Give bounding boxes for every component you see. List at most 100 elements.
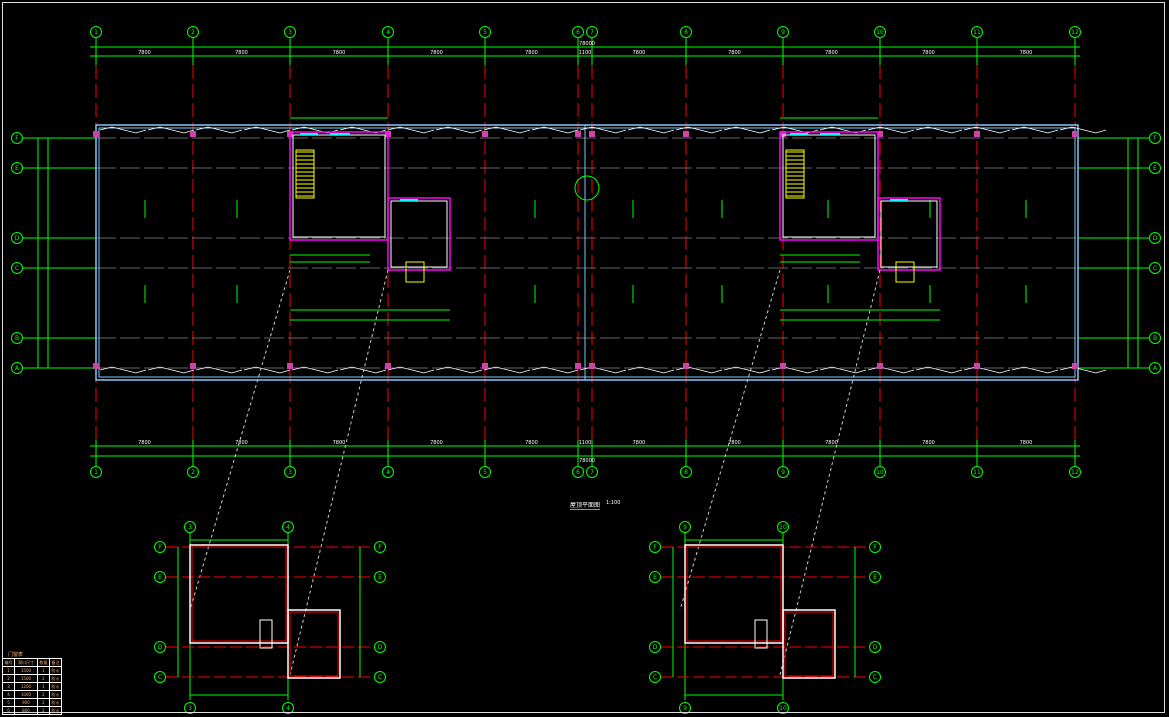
- parapet-line: [627, 126, 675, 134]
- column: [683, 363, 689, 369]
- parapet-line: [531, 126, 579, 134]
- detail-leader: [189, 269, 291, 611]
- axis-bubble: [374, 641, 386, 653]
- dimension-text: 7800: [138, 50, 151, 56]
- legend-cell: 1500: [14, 674, 38, 683]
- column: [93, 131, 99, 137]
- axis-label: E: [158, 574, 162, 581]
- axis-label: 8: [684, 469, 688, 476]
- axis-label: E: [873, 574, 877, 581]
- detail-leader: [289, 269, 389, 676]
- stair: [785, 149, 805, 199]
- drawing-title: 屋顶平面图: [570, 502, 601, 510]
- column: [385, 363, 391, 369]
- dimension-text: 7800: [633, 440, 646, 446]
- axis-bubble: [154, 571, 166, 583]
- axis-label: 9: [683, 524, 687, 531]
- column: [575, 363, 581, 369]
- axis-label: A: [1153, 365, 1158, 372]
- axis-label: B: [1153, 335, 1157, 342]
- axis-label: 10: [779, 524, 787, 531]
- axis-label: 7: [590, 469, 594, 476]
- detail-door: [754, 619, 768, 649]
- axis-label: A: [15, 365, 20, 372]
- total-dimension-text: 78000: [579, 41, 595, 47]
- axis-label: 5: [483, 469, 487, 476]
- axis-label: 10: [876, 469, 884, 476]
- legend-cell: 2: [36, 690, 50, 699]
- column: [877, 131, 883, 137]
- access-hatch: [895, 261, 915, 283]
- axis-label: 3: [188, 524, 192, 531]
- axis-label: F: [653, 544, 657, 551]
- axis-label: F: [873, 544, 877, 551]
- axis-bubble: [777, 466, 789, 478]
- dimension-text: 7800: [1020, 50, 1033, 56]
- axis-label: 4: [286, 524, 290, 531]
- axis-label: 1: [94, 29, 98, 36]
- legend-cell: 防火: [48, 674, 63, 683]
- axis-label: E: [378, 574, 382, 581]
- axis-label: F: [1153, 135, 1157, 142]
- axis-label: 11: [973, 29, 981, 36]
- legend-cell: 2: [1, 674, 16, 683]
- column: [190, 363, 196, 369]
- axis-bubble: [680, 26, 692, 38]
- axis-bubble: [374, 541, 386, 553]
- legend-header: 备注: [48, 658, 63, 667]
- axis-label: 5: [483, 29, 487, 36]
- axis-bubble: [11, 332, 23, 344]
- legend-header: 数量: [36, 658, 50, 667]
- axis-bubble: [479, 26, 491, 38]
- dimension-text: 7800: [825, 440, 838, 446]
- axis-label: E: [653, 574, 657, 581]
- dimension-text: 7800: [235, 440, 248, 446]
- legend-cell: 防火: [48, 682, 63, 691]
- axis-label: D: [873, 644, 878, 651]
- parapet-line: [1059, 126, 1107, 134]
- axis-bubble: [649, 541, 661, 553]
- column: [780, 131, 786, 137]
- building-outline-inner: [98, 127, 1076, 378]
- axis-bubble: [869, 671, 881, 683]
- detail-wall: [189, 544, 289, 644]
- parapet-line: [867, 126, 915, 134]
- axis-label: 7: [590, 29, 594, 36]
- detail-machine-room-inner: [289, 611, 339, 677]
- axis-label: 12: [1071, 29, 1079, 36]
- column: [1072, 131, 1078, 137]
- axis-bubble: [1149, 132, 1161, 144]
- parapet-line: [579, 366, 627, 374]
- axis-label: 10: [876, 29, 884, 36]
- detail-door: [259, 619, 273, 649]
- detail-leader: [679, 269, 781, 611]
- axis-label: C: [653, 674, 657, 681]
- axis-bubble: [1149, 262, 1161, 274]
- detail-machine-room: [287, 609, 341, 679]
- machine-room: [877, 197, 941, 271]
- axis-bubble: [154, 641, 166, 653]
- axis-bubble: [374, 571, 386, 583]
- axis-bubble: [11, 262, 23, 274]
- axis-bubble: [777, 702, 789, 714]
- parapet-line: [147, 366, 195, 374]
- axis-bubble: [874, 26, 886, 38]
- legend-header-row: 编号 洞口尺寸 数量 备注: [1, 658, 63, 667]
- parapet-line: [435, 366, 483, 374]
- detail-machine-room-inner: [784, 611, 834, 677]
- stair: [295, 149, 315, 199]
- axis-bubble: [679, 521, 691, 533]
- axis-label: C: [378, 674, 382, 681]
- column: [482, 131, 488, 137]
- axis-label: B: [15, 335, 19, 342]
- axis-label: D: [653, 644, 658, 651]
- parapet-line: [99, 126, 147, 134]
- axis-bubble: [90, 26, 102, 38]
- axis-bubble: [282, 521, 294, 533]
- parapet-line: [963, 126, 1011, 134]
- dimension-text: 7800: [728, 440, 741, 446]
